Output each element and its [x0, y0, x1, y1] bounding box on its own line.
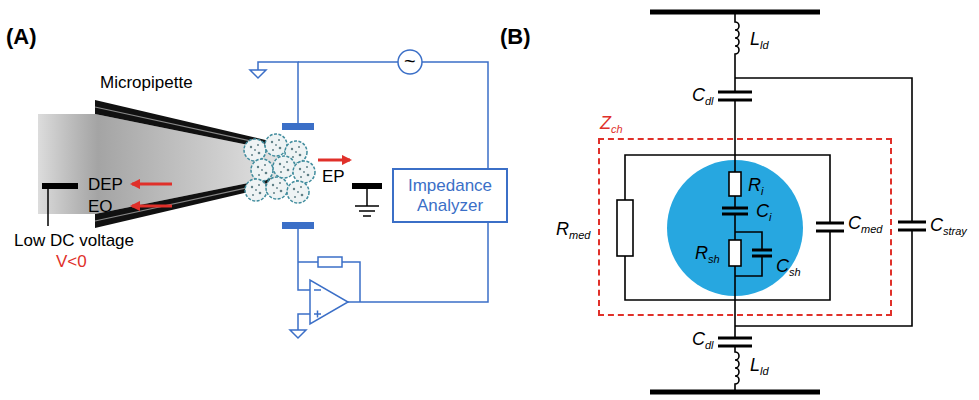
cell-cluster — [293, 161, 315, 183]
circuit-wiring — [816, 230, 844, 233]
component-label: Lld — [750, 30, 769, 51]
cell-cluster — [244, 139, 266, 161]
ground-electrode — [366, 189, 368, 206]
cell-cluster — [273, 156, 295, 178]
circuit-wiring — [735, 12, 739, 92]
measurement-wiring — [398, 50, 422, 74]
ac-source-symbol: ~ — [404, 51, 416, 71]
component-label: Csh — [776, 257, 801, 278]
measurement-wiring — [314, 289, 321, 291]
force-label: EP — [322, 168, 345, 185]
measurement-wiring — [298, 229, 310, 290]
ground-electrode — [352, 183, 382, 189]
force-arrow — [132, 183, 172, 186]
component-label: Cmed — [848, 214, 882, 235]
circuit-wiring — [734, 100, 736, 172]
analyzer-wire — [360, 62, 488, 302]
micropipette — [95, 177, 278, 228]
measurement-electrode — [282, 222, 314, 229]
measurement-wiring — [348, 301, 360, 303]
component-label: Ri — [748, 176, 763, 197]
ground-electrode — [355, 205, 379, 207]
component-label: Cdl — [692, 330, 714, 351]
measurement-wiring — [318, 257, 342, 267]
circuit-wiring — [898, 221, 926, 224]
circuit-wiring — [617, 200, 633, 256]
component-label: Rsh — [695, 244, 720, 265]
circuit-wiring — [729, 172, 741, 196]
circuit-wiring — [625, 155, 830, 300]
force-label: EO — [88, 198, 113, 215]
circuit-wiring — [816, 222, 844, 225]
cell-cluster — [251, 159, 273, 181]
measurement-electrode — [282, 123, 314, 130]
cell-cluster — [266, 177, 288, 199]
component-label: Rmed — [556, 220, 590, 241]
circuit-wiring — [734, 196, 736, 208]
panel-label: (B) — [500, 26, 531, 48]
ground-electrode — [359, 210, 375, 212]
circuit-wiring — [617, 12, 926, 392]
circuit-wiring — [735, 346, 739, 392]
force-arrow — [132, 160, 350, 206]
circuit-wiring — [722, 207, 748, 210]
circuit-wiring — [718, 337, 752, 340]
box-label: Impedance Analyzer — [402, 176, 498, 215]
cell-cluster — [244, 134, 315, 203]
impedance-analyzer-box: Impedance Analyzer — [392, 168, 508, 223]
force-label: DEP — [88, 176, 123, 193]
ground-electrode — [352, 186, 382, 216]
force-arrow — [132, 205, 172, 208]
measurement-wiring — [317, 311, 319, 318]
component-label: Zch — [600, 114, 623, 135]
voltage-value: V<0 — [56, 253, 87, 270]
dc-electrode — [47, 189, 49, 226]
measurement-wiring — [310, 280, 348, 324]
component-label: Ci — [756, 202, 771, 223]
dc-electrode — [42, 186, 78, 226]
voltage-label: Low DC voltage — [14, 232, 134, 249]
measurement-wiring — [298, 61, 398, 63]
measurement-wiring — [250, 70, 266, 78]
panel-label: (A) — [6, 26, 37, 48]
cell-cluster — [265, 134, 287, 156]
cell-cluster — [287, 181, 309, 203]
dc-electrode — [42, 183, 78, 189]
circuit-wiring — [898, 229, 926, 232]
circuit-wiring — [735, 214, 762, 338]
measurement-wiring — [290, 330, 306, 338]
component-label: Cstray — [930, 216, 967, 237]
component-label: Lld — [750, 356, 769, 377]
cell-cluster — [245, 179, 267, 201]
circuit-wiring — [752, 249, 772, 252]
measurement-wiring — [250, 50, 422, 338]
circuit-wiring — [752, 255, 772, 258]
ground-electrode — [363, 215, 371, 217]
channel-impedance-box: RiCiRshCshZch — [598, 138, 892, 316]
analyzer-wire — [360, 223, 488, 302]
analyzer-wire — [422, 62, 488, 168]
micropipette — [38, 114, 278, 214]
component-label: Cdl — [692, 86, 714, 107]
circuit-wiring — [735, 78, 912, 326]
circuit-wiring — [718, 91, 752, 94]
force-arrow — [318, 159, 350, 162]
part-label: Micropipette — [100, 74, 193, 91]
circuit-wiring — [729, 240, 741, 266]
measurement-wiring — [298, 314, 310, 330]
micropipette — [38, 100, 278, 228]
measurement-electrode — [282, 123, 314, 229]
